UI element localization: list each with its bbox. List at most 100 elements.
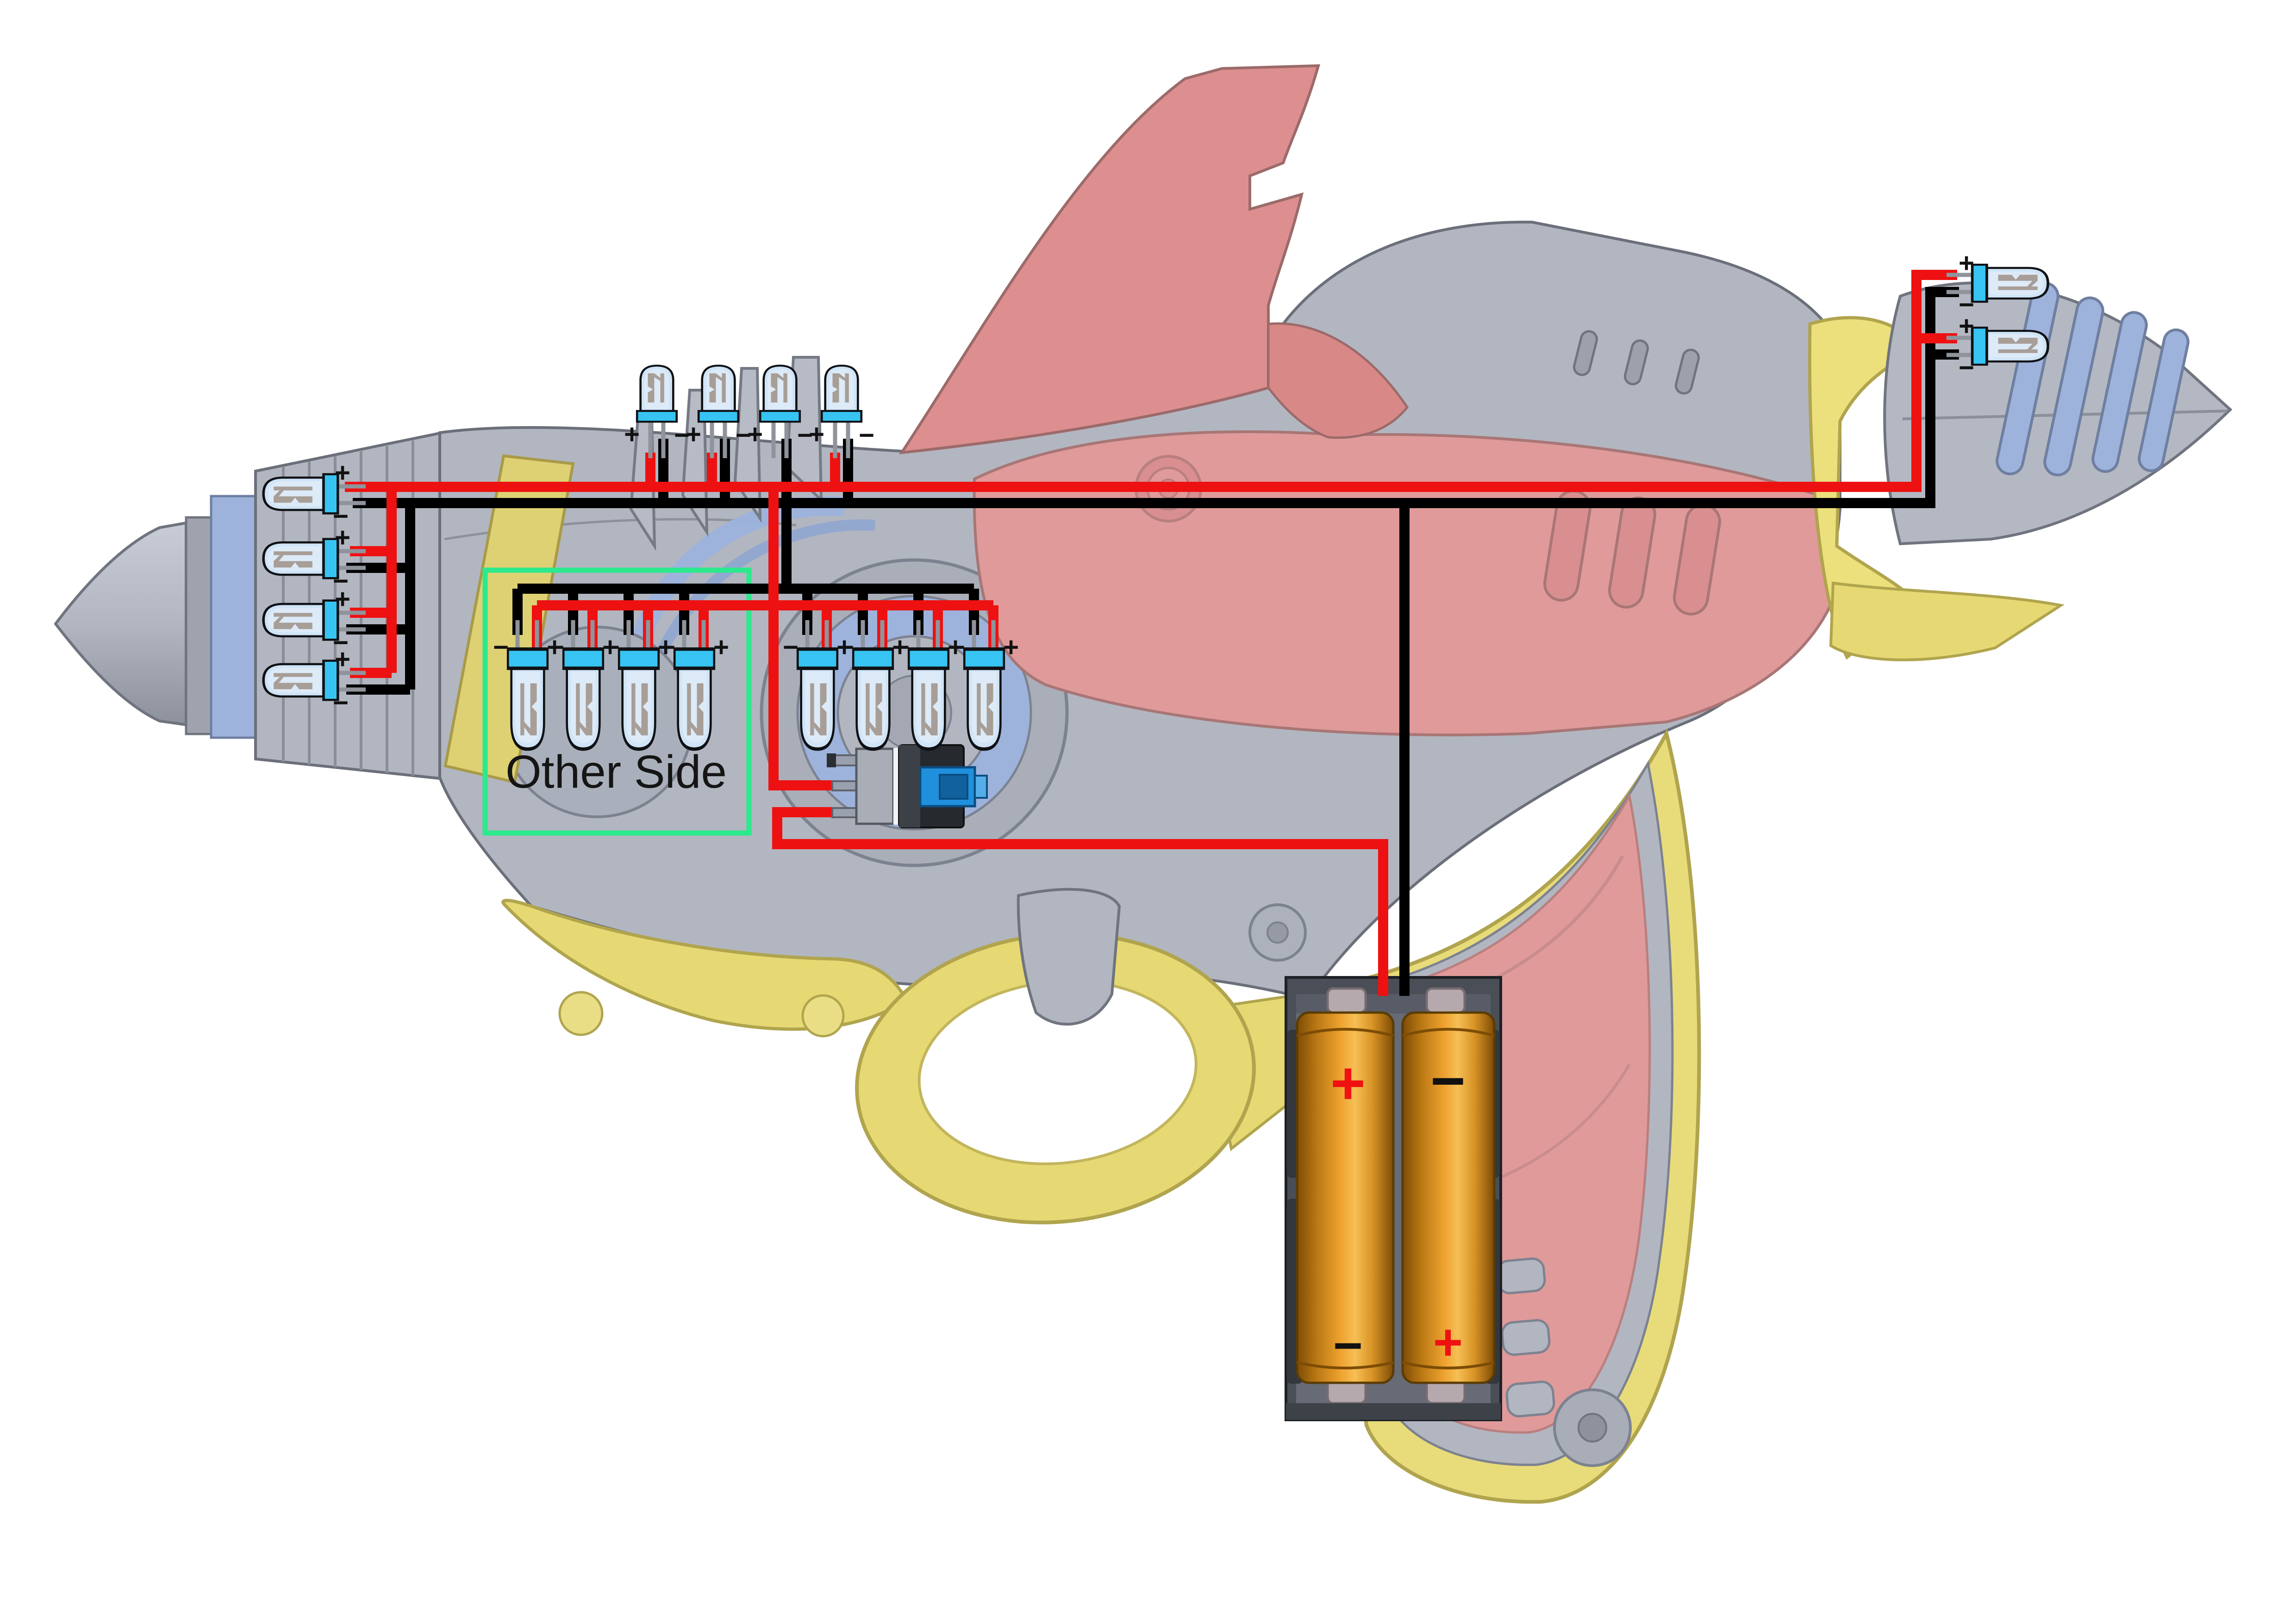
led-flange xyxy=(562,647,605,670)
top-led-minus: − xyxy=(859,420,874,450)
led-flange xyxy=(907,647,950,670)
led-anvil-notch xyxy=(2011,274,2020,280)
mid-led-plus: + xyxy=(1003,632,1019,662)
led-post xyxy=(687,683,691,736)
other-side-led-plus: + xyxy=(658,632,674,662)
led-wire xyxy=(2027,280,2038,286)
led-anvil xyxy=(931,683,938,736)
trigger-guard xyxy=(855,932,1256,1225)
other-side-led-plus: + xyxy=(713,632,729,662)
tip-led-minus: − xyxy=(1959,290,1974,320)
mid-led xyxy=(852,647,894,751)
led-post xyxy=(921,683,925,736)
led-anvil xyxy=(820,683,827,736)
led-wire xyxy=(869,721,876,736)
led-wire xyxy=(980,721,987,736)
led-anvil xyxy=(1998,337,2038,344)
led-flange xyxy=(963,647,1005,670)
led-wire xyxy=(580,721,586,736)
mid-led-minus: − xyxy=(949,632,965,662)
other-side-led-plus: + xyxy=(547,632,562,662)
led-anvil xyxy=(875,683,882,736)
led-anvil-notch xyxy=(832,386,838,393)
led-wire xyxy=(524,721,530,736)
nose-led-plus: + xyxy=(335,458,350,488)
battery-cell-left xyxy=(1296,1011,1395,1384)
led-anvil xyxy=(832,373,839,403)
led-anvil xyxy=(1998,274,2038,281)
led-anvil-notch xyxy=(877,701,882,712)
led-anvil-notch xyxy=(932,701,938,712)
mid-led-plus: + xyxy=(836,632,852,662)
tip-blue-fins xyxy=(1996,281,2190,477)
tip-led xyxy=(1971,326,2049,366)
spike-window-arc-inner xyxy=(643,519,875,691)
led-post xyxy=(977,683,981,736)
nose-cone xyxy=(54,521,187,727)
battery-left-bottom-minus: − xyxy=(1333,1317,1363,1374)
battery-cell-right xyxy=(1401,1011,1496,1384)
led-post xyxy=(1998,286,2038,290)
led-anvil-notch xyxy=(988,701,993,712)
led-anvil-notch xyxy=(648,386,653,393)
tip-yellow-spike xyxy=(1829,581,2065,661)
led-wire xyxy=(777,373,784,381)
led-flange xyxy=(852,647,894,670)
led-anvil xyxy=(986,683,993,736)
nose-led-minus: − xyxy=(333,501,349,531)
power-switch[interactable] xyxy=(827,744,988,828)
other-side-led-plus: + xyxy=(602,632,618,662)
nose-blue-ring xyxy=(210,495,257,739)
tip-led xyxy=(1971,263,2049,303)
led-anvil xyxy=(648,373,655,403)
led-wire xyxy=(274,555,284,561)
panel-slots xyxy=(1543,490,1721,616)
trigger[interactable] xyxy=(1017,888,1121,1026)
top-led-plus: + xyxy=(624,419,640,449)
other-side-led xyxy=(506,647,549,751)
tip-led-plus: + xyxy=(1959,311,1974,341)
nose-led xyxy=(262,659,339,701)
led-wire xyxy=(925,721,931,736)
led-anvil-notch xyxy=(821,701,827,712)
led-wire xyxy=(2027,343,2038,349)
led-post xyxy=(1998,349,2038,353)
led-post xyxy=(576,683,580,736)
battery-right-top-minus: − xyxy=(1430,1047,1466,1114)
stud-right xyxy=(801,994,845,1038)
nose-led-minus: − xyxy=(333,566,349,596)
led-anvil xyxy=(771,373,778,403)
led-flange xyxy=(796,647,839,670)
top-led-minus: − xyxy=(736,420,751,450)
led-anvil xyxy=(586,683,593,736)
neg-mid-stubs xyxy=(512,589,979,635)
led-wire xyxy=(274,616,284,623)
led-wire xyxy=(716,373,722,381)
mid-led xyxy=(963,647,1005,751)
other-side-led-minus: − xyxy=(604,632,620,662)
top-led xyxy=(697,364,740,423)
battery-right-bottom-plus: + xyxy=(1433,1314,1463,1371)
led-post xyxy=(274,486,312,491)
led-anvil xyxy=(274,622,312,629)
led-flange xyxy=(673,647,716,670)
nose-collar xyxy=(185,516,212,735)
led-post xyxy=(810,683,814,736)
tip-led-minus: − xyxy=(1959,353,1974,383)
pos-switch-feed xyxy=(768,487,855,790)
led-anvil-notch xyxy=(291,624,299,629)
led-flange xyxy=(618,647,660,670)
top-led-plus: + xyxy=(686,419,701,449)
other-side-led-minus: − xyxy=(660,632,675,662)
led-post xyxy=(783,373,787,403)
led-post xyxy=(631,683,636,736)
led-wire xyxy=(654,373,661,381)
mid-led-minus: − xyxy=(783,632,799,662)
mid-led-plus: + xyxy=(892,632,908,662)
led-post xyxy=(274,673,312,677)
nose-led xyxy=(262,538,339,579)
grip-screw xyxy=(1578,1413,1607,1443)
switch-actuator-nub xyxy=(974,775,988,799)
nose-led xyxy=(262,599,339,641)
other-side-box xyxy=(482,567,752,836)
